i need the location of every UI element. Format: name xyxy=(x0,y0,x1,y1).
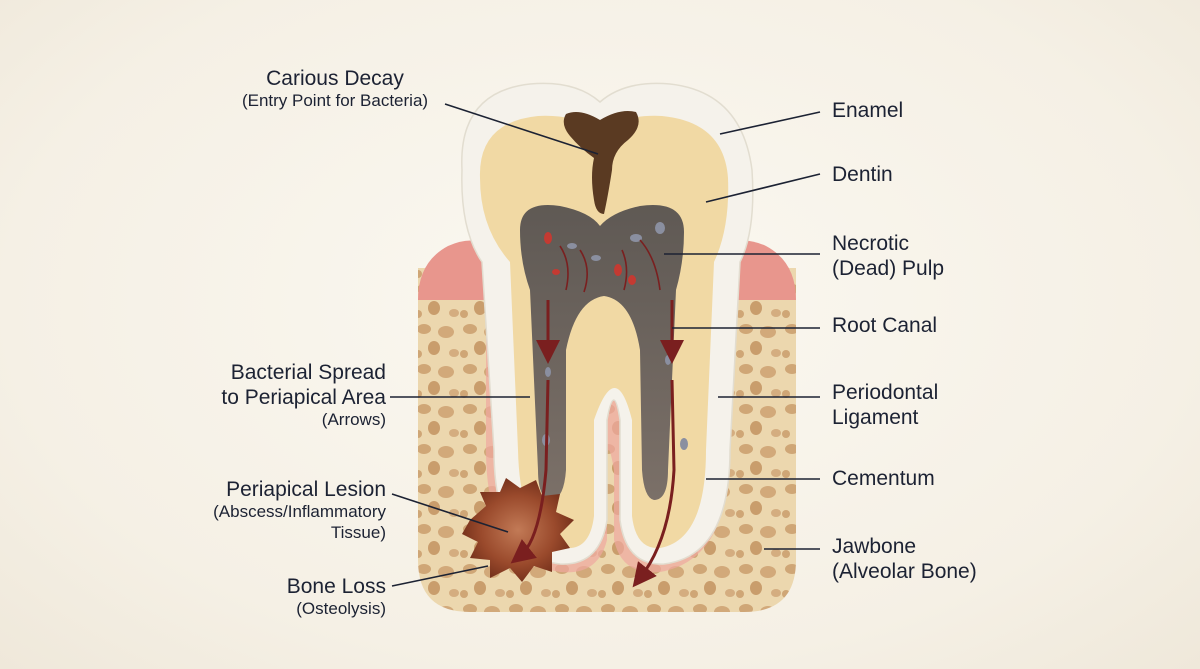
bacterial-spread-line2: to Periapical Area xyxy=(221,386,386,410)
periapical-lesion-title: Periapical Lesion xyxy=(226,478,386,501)
label-jawbone: Jawbone (Alveolar Bone) xyxy=(832,534,977,584)
root-canal-title: Root Canal xyxy=(832,314,938,337)
label-bone-loss: Bone Loss (Osteolysis) xyxy=(200,574,386,620)
carious-decay-title: Carious Decay xyxy=(266,67,404,90)
leader-dentin xyxy=(705,173,821,203)
bone-loss-note: (Osteolysis) xyxy=(296,599,386,619)
gum-left xyxy=(418,240,490,300)
pulp-vessels xyxy=(559,239,661,293)
periapical-lesion-note2: Tissue) xyxy=(330,522,386,542)
label-carious-decay: Carious Decay (Entry Point for Bacteria) xyxy=(220,66,450,112)
leader-bone-loss xyxy=(391,565,489,587)
spread-arrow-left-2 xyxy=(510,379,550,564)
carious-decay-note: (Entry Point for Bacteria) xyxy=(241,91,429,111)
cementum-title: Cementum xyxy=(832,467,935,490)
decay-shape xyxy=(563,111,639,214)
label-cementum: Cementum xyxy=(832,466,935,491)
leader-enamel xyxy=(719,111,821,135)
jawbone-line2: (Alveolar Bone) xyxy=(832,560,977,584)
label-periodontal-ligament: Periodontal Ligament xyxy=(832,380,938,430)
periapical-lesion-note1: (Abscess/Inflammatory xyxy=(213,502,386,522)
label-bacterial-spread: Bacterial Spread to Periapical Area (Arr… xyxy=(160,360,386,431)
enamel-title: Enamel xyxy=(832,99,904,122)
bacterial-spread-note: (Arrows) xyxy=(321,410,386,430)
dentin-title: Dentin xyxy=(832,163,893,186)
leader-carious-decay xyxy=(444,103,599,155)
periapical-lesion-shape xyxy=(462,478,574,582)
bacterial-spread-line1: Bacterial Spread xyxy=(230,361,386,384)
necrotic-pulp-line1: Necrotic xyxy=(832,232,910,255)
spread-arrow-right-2 xyxy=(632,379,676,588)
label-necrotic-pulp: Necrotic (Dead) Pulp xyxy=(832,231,944,281)
necrotic-pulp-line2: (Dead) Pulp xyxy=(832,257,945,281)
label-periapical-lesion: Periapical Lesion (Abscess/Inflammatory … xyxy=(150,477,386,543)
label-root-canal: Root Canal xyxy=(832,313,937,338)
jawbone-line1: Jawbone xyxy=(832,535,917,558)
label-enamel: Enamel xyxy=(832,98,903,123)
leader-periapical-lesion xyxy=(391,493,509,533)
label-dentin: Dentin xyxy=(832,162,893,187)
periodontal-ligament-line1: Periodontal xyxy=(832,381,939,404)
pulp-shape xyxy=(520,205,684,500)
bone-loss-title: Bone Loss xyxy=(286,575,386,598)
bacteria-dots xyxy=(542,222,688,450)
periodontal-ligament-line2: Ligament xyxy=(832,406,919,430)
